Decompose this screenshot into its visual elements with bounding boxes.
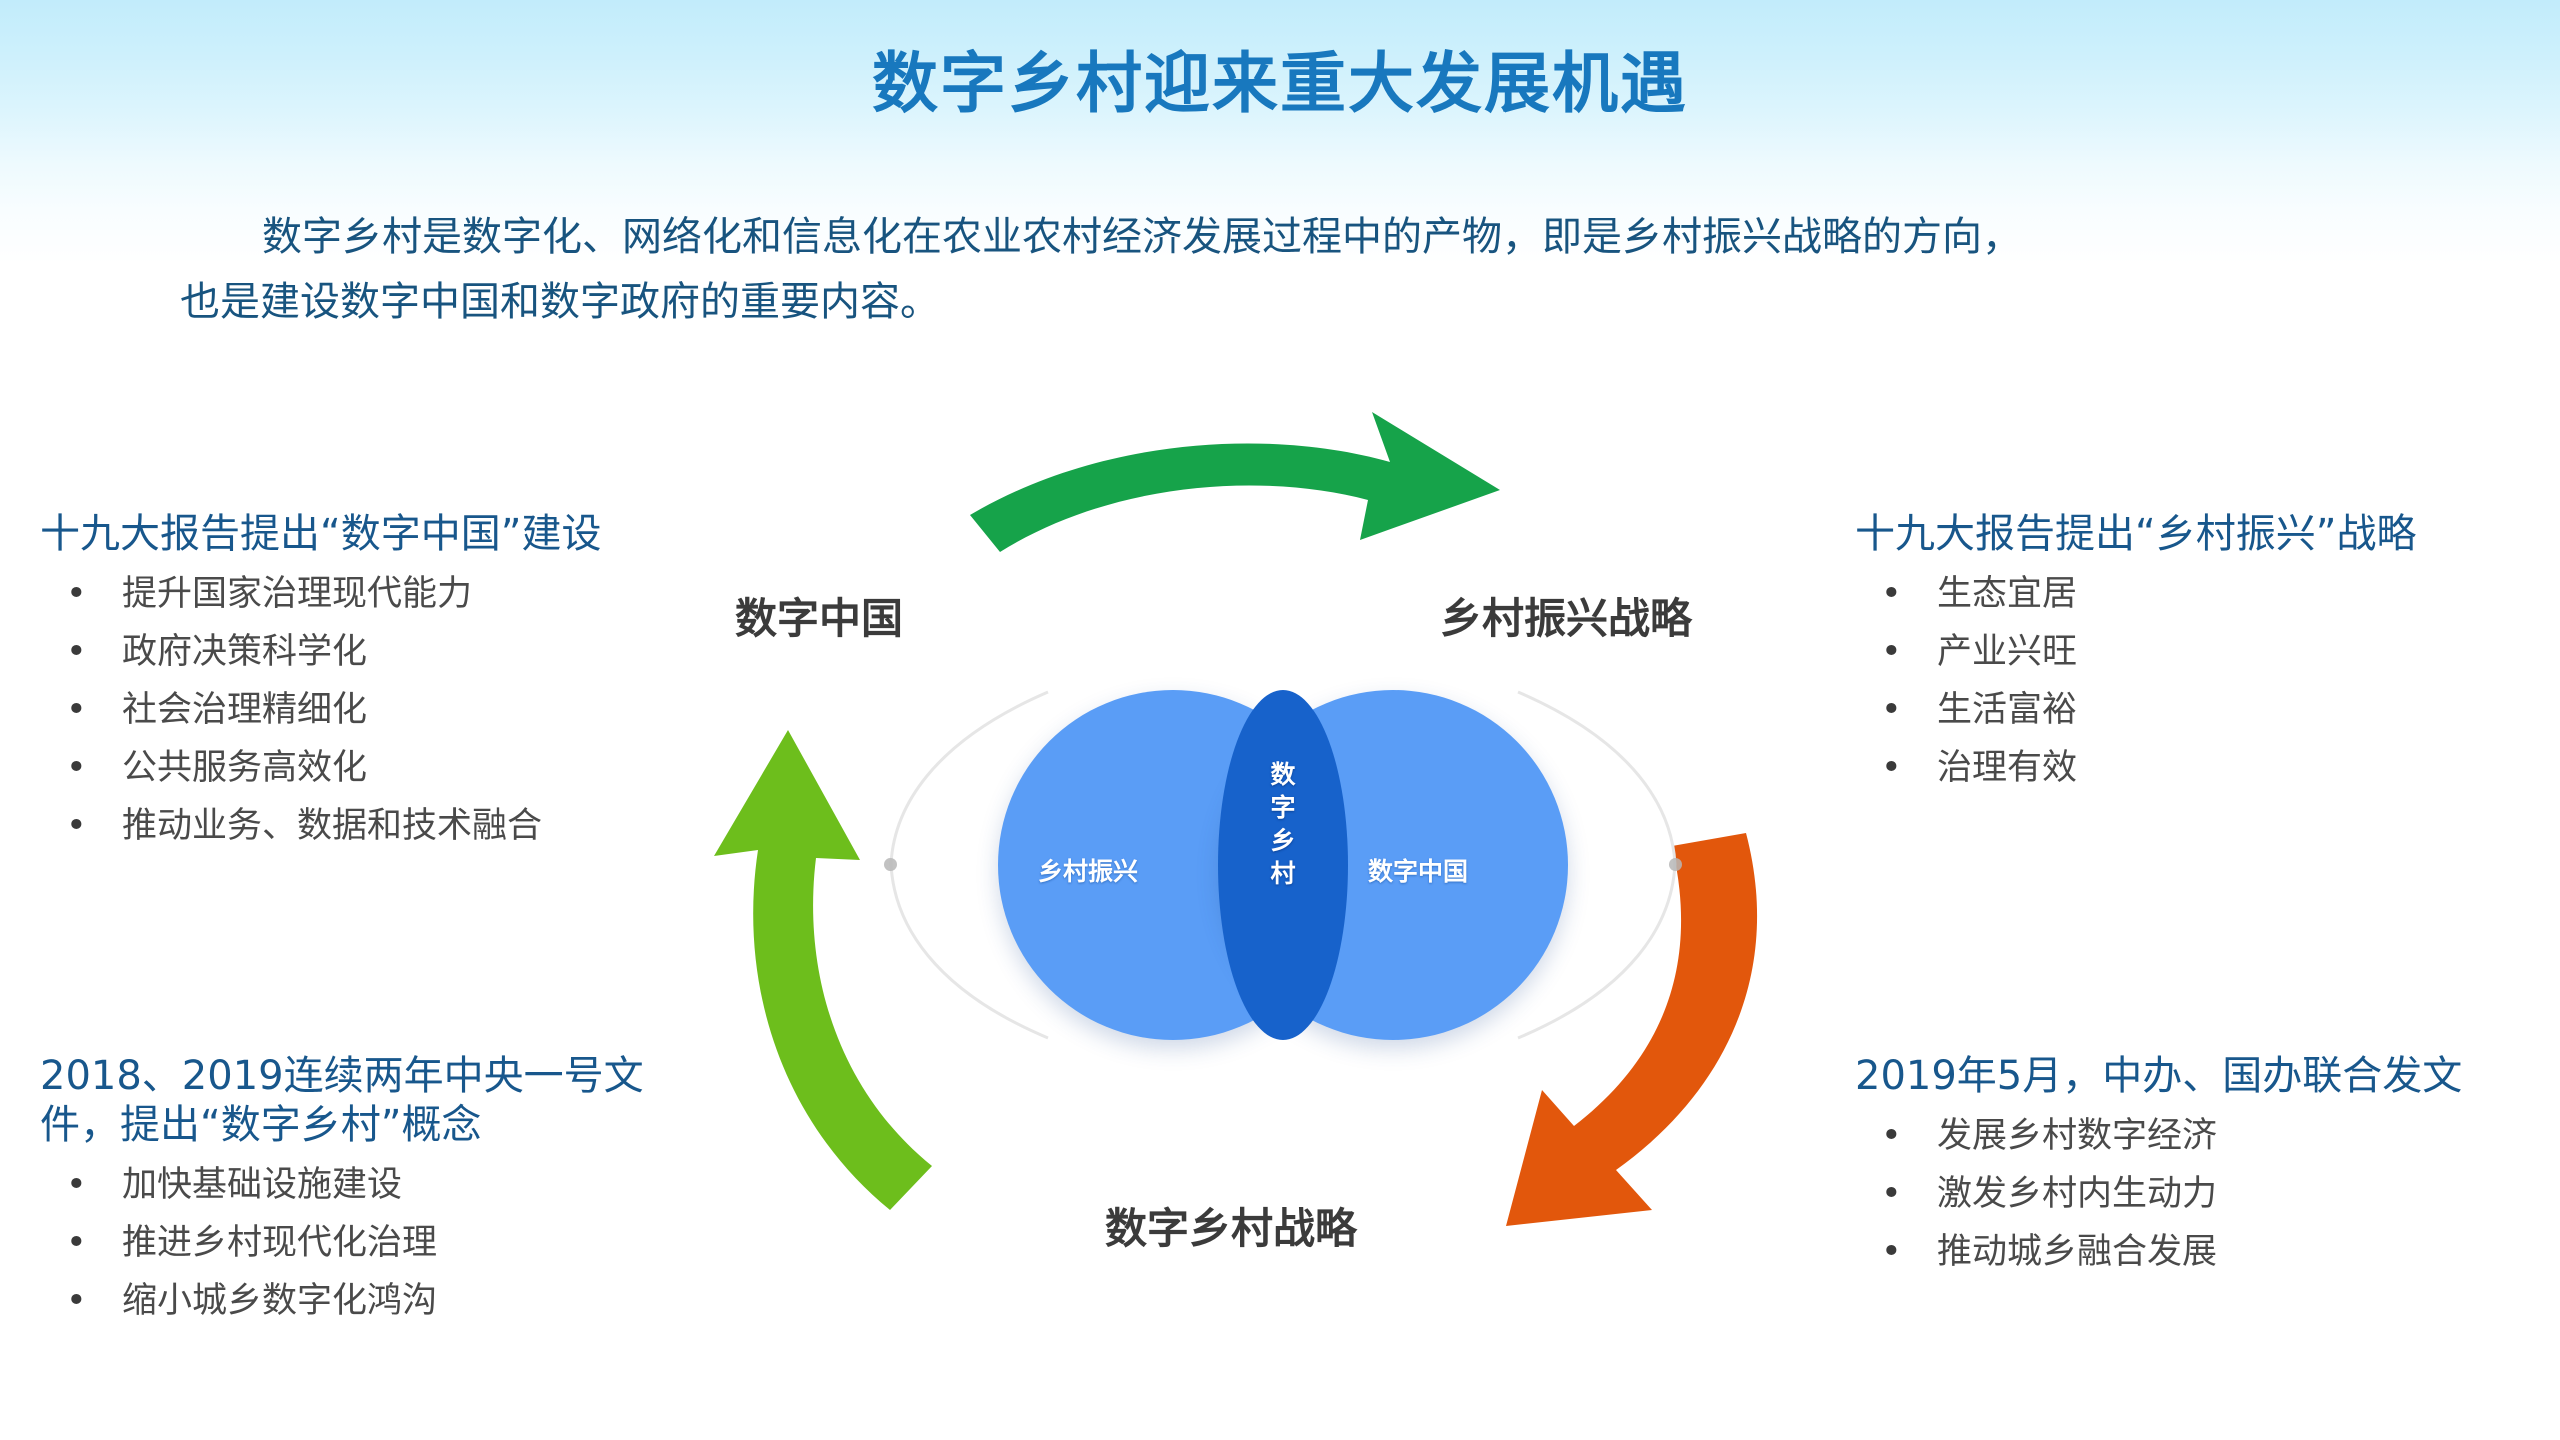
top-green-arrow-icon [970, 412, 1500, 552]
list-item-label: 加快基础设施建设 [122, 1164, 403, 1205]
list-item: • 激发乡村内生动力 [1855, 1165, 2462, 1223]
subtitle-line-1: 数字乡村是数字化、网络化和信息化在农业农村经济发展过程中的产物，即是乡村振兴战略… [262, 214, 2022, 260]
bullet-dot-icon: • [1881, 631, 1902, 672]
venn-diagram: 乡村振兴 数字中国 数 字 乡 村 [884, 680, 1682, 1050]
bullet-dot-icon: • [1881, 748, 1902, 789]
bullet-dot-icon: • [1881, 1115, 1902, 1156]
venn-label-right: 数字中国 [1368, 857, 1469, 886]
bullet-dot-icon: • [1881, 1173, 1902, 1214]
list-item: • 生态宜居 [1855, 565, 2416, 623]
ring-marker-dot-left-icon [884, 858, 897, 871]
info-block-bottom-left-heading: 2018、2019连续两年中央一号文 件，提出“数字乡村”概念 [40, 1053, 644, 1148]
list-item-label: 缩小城乡数字化鸿沟 [122, 1280, 438, 1321]
list-item: • 公共服务高效化 [40, 739, 601, 797]
bullet-dot-icon: • [66, 1164, 87, 1205]
subtitle-paragraph: 数字乡村是数字化、网络化和信息化在农业农村经济发展过程中的产物，即是乡村振兴战略… [180, 205, 2390, 335]
bullet-dot-icon: • [66, 689, 87, 730]
list-item-label: 治理有效 [1937, 748, 2078, 789]
list-item: • 推动业务、数据和技术融合 [40, 797, 601, 855]
list-item: • 社会治理精细化 [40, 681, 601, 739]
bullet-dot-icon: • [66, 631, 87, 672]
list-item: • 发展乡村数字经济 [1855, 1107, 2462, 1165]
list-item: • 政府决策科学化 [40, 623, 601, 681]
right-orange-arrow-icon [1506, 833, 1758, 1226]
info-block-top-right-heading: 十九大报告提出“乡村振兴”战略 [1855, 511, 2417, 557]
cycle-label-bottom: 数字乡村战略 [1105, 1204, 1358, 1253]
cycle-diagram: 数字中国 乡村振兴战略 数字乡村战略 乡村振兴 数字中国 数 字 乡 村 [700, 390, 1860, 1270]
list-item-label: 推进乡村现代化治理 [122, 1222, 438, 1263]
list-item-label: 生态宜居 [1937, 573, 2078, 614]
list-item-label: 公共服务高效化 [122, 748, 368, 789]
venn-label-left: 乡村振兴 [1038, 857, 1139, 886]
cycle-arrows [714, 412, 1758, 1226]
list-item-label: 激发乡村内生动力 [1937, 1173, 2218, 1214]
subtitle-line-2: 也是建设数字中国和数字政府的重要内容。 [180, 278, 940, 325]
ring-marker-dot-right-icon [1669, 858, 1682, 871]
info-block-bottom-right-list: • 发展乡村数字经济 • 激发乡村内生动力 • 推动城乡融合发展 [1855, 1107, 2462, 1281]
list-item-label: 发展乡村数字经济 [1937, 1115, 2218, 1156]
list-item: • 缩小城乡数字化鸿沟 [40, 1272, 644, 1330]
info-block-top-left-heading: 十九大报告提出“数字中国”建设 [40, 511, 602, 557]
cycle-label-right: 乡村振兴战略 [1440, 594, 1693, 643]
info-block-bottom-right-heading: 2019年5月，中办、国办联合发文 [1855, 1053, 2463, 1099]
list-item-label: 社会治理精细化 [122, 689, 368, 730]
list-item: • 生活富裕 [1855, 681, 2416, 739]
venn-label-intersection: 数 字 乡 村 [1218, 758, 1348, 890]
info-block-bottom-left: 2018、2019连续两年中央一号文 件，提出“数字乡村”概念 • 加快基础设施建… [40, 1052, 644, 1330]
info-block-top-left: 十九大报告提出“数字中国”建设 • 提升国家治理现代能力 • 政府决策科学化 • 社会… [40, 510, 601, 855]
bullet-dot-icon: • [1881, 689, 1902, 730]
list-item-label: 政府决策科学化 [122, 631, 368, 672]
page-title: 数字乡村迎来重大发展机遇 [872, 45, 1688, 122]
venn-label-intersection-char: 村 [1270, 859, 1296, 888]
bullet-dot-icon: • [1881, 1231, 1902, 1272]
list-item: • 治理有效 [1855, 739, 2416, 797]
venn-label-intersection-char: 乡 [1270, 826, 1296, 855]
bullet-dot-icon: • [66, 748, 87, 789]
info-block-bottom-left-list: • 加快基础设施建设 • 推进乡村现代化治理 • 缩小城乡数字化鸿沟 [40, 1156, 644, 1330]
venn-intersection-lens [1218, 690, 1348, 1040]
list-item: • 推动城乡融合发展 [1855, 1223, 2462, 1281]
list-item: • 提升国家治理现代能力 [40, 565, 601, 623]
bullet-dot-icon: • [66, 1280, 87, 1321]
bullet-dot-icon: • [66, 806, 87, 847]
venn-label-intersection-char: 字 [1270, 793, 1296, 822]
info-block-top-left-list: • 提升国家治理现代能力 • 政府决策科学化 • 社会治理精细化 • 公共服务高效化 •… [40, 565, 601, 855]
venn-label-intersection-char: 数 [1270, 760, 1296, 789]
list-item-label: 产业兴旺 [1937, 631, 2078, 672]
left-lime-arrow-icon [714, 730, 932, 1210]
cycle-label-left: 数字中国 [735, 594, 904, 643]
bullet-dot-icon: • [66, 1222, 87, 1263]
list-item: • 加快基础设施建设 [40, 1156, 644, 1214]
list-item-label: 提升国家治理现代能力 [122, 573, 473, 614]
list-item: • 产业兴旺 [1855, 623, 2416, 681]
list-item-label: 生活富裕 [1937, 689, 2078, 730]
list-item-label: 推动城乡融合发展 [1937, 1231, 2218, 1272]
list-item: • 推进乡村现代化治理 [40, 1214, 644, 1272]
bullet-dot-icon: • [66, 573, 87, 614]
info-block-bottom-right: 2019年5月，中办、国办联合发文 • 发展乡村数字经济 • 激发乡村内生动力 • 推… [1855, 1052, 2462, 1281]
bullet-dot-icon: • [1881, 573, 1902, 614]
info-block-top-right: 十九大报告提出“乡村振兴”战略 • 生态宜居 • 产业兴旺 • 生活富裕 • 治理有效 [1855, 510, 2416, 797]
info-block-top-right-list: • 生态宜居 • 产业兴旺 • 生活富裕 • 治理有效 [1855, 565, 2416, 797]
list-item-label: 推动业务、数据和技术融合 [122, 806, 543, 847]
